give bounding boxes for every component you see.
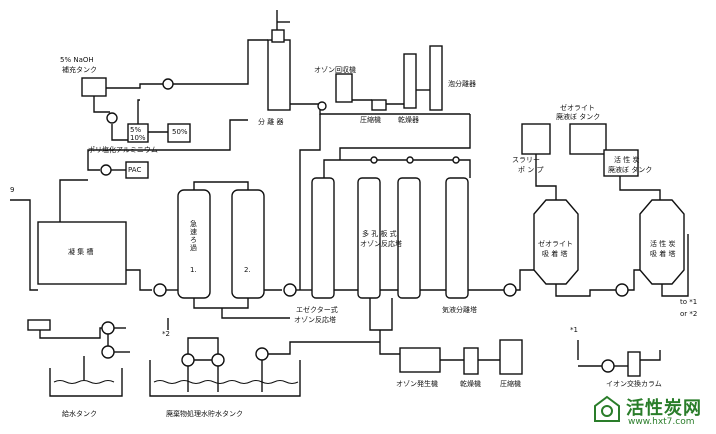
pump-12 (255, 347, 269, 361)
label-naoh: 5% NaOH (60, 56, 94, 64)
label-or2: or *2 (680, 310, 698, 318)
naoh-tank (81, 77, 107, 97)
gas-sep-tower (445, 177, 469, 299)
filter-2 (231, 189, 265, 299)
label-carbon-tank-2: 廃液ぼ タンク (608, 166, 653, 174)
label-filter-2: 2. (244, 266, 251, 274)
label-to1: to *1 (680, 298, 698, 306)
label-filter: 急速ろ過 (190, 220, 197, 252)
label-nine: 9 (10, 186, 15, 194)
porous-tower-1 (357, 177, 381, 299)
pump-3 (100, 164, 112, 176)
label-carbon-tower: 活 性 炭 (650, 240, 676, 248)
label-zeolite-tower-2: 吸 着 塔 (542, 250, 568, 258)
label-waste-tank: 廃棄物処理水貯水タンク (166, 410, 243, 418)
label-dryer2: 乾燥機 (460, 380, 481, 388)
pump-1 (162, 78, 174, 90)
label-carbon-tank: 活 性 炭 (614, 156, 640, 164)
watermark: 活性炭网 www.hxt7.com (588, 392, 714, 432)
compressor-1 (371, 99, 387, 111)
label-ejector: エゼクター式 (296, 306, 338, 314)
feed-water-tank (49, 368, 123, 397)
waste-water-tank (149, 360, 301, 397)
label-filter-1: 1. (190, 266, 197, 274)
label-alum: ポリ塩化アルミニウム (88, 146, 158, 154)
alum-tank-50 (167, 123, 191, 143)
small-unit (27, 319, 51, 331)
pump-11 (211, 353, 225, 367)
pump-5 (283, 283, 297, 297)
dryer-1 (403, 53, 417, 109)
label-mark1: *1 (570, 326, 578, 334)
label-pct50: 50% (172, 128, 188, 136)
valve-1 (317, 101, 327, 111)
watermark-name: 活性炭网 (626, 398, 702, 419)
pump-6 (503, 283, 517, 297)
label-naoh-tank: 補充タンク (62, 66, 97, 74)
label-porous: 多 孔 板 式 (362, 230, 397, 238)
carbon-adsorber (639, 199, 685, 285)
label-separator: 分 離 器 (258, 118, 284, 126)
ozone-generator (399, 347, 441, 373)
label-zeolite-tank-2: 廃液ぼ タンク (556, 113, 601, 121)
label-carbon-tower-2: 吸 着 塔 (650, 250, 676, 258)
porous-tower-2 (397, 177, 421, 299)
watermark-url: www.hxt7.com (628, 417, 695, 427)
watermark-logo-icon (594, 395, 620, 422)
label-pct10: 10% (130, 134, 146, 142)
label-gas-sep: 気液分離塔 (442, 306, 477, 314)
ion-column (627, 351, 641, 377)
label-compressor: 圧縮機 (360, 116, 381, 124)
carbon-waste-tank (603, 149, 639, 177)
pump-9 (101, 345, 115, 359)
label-porous-2: オゾン反応塔 (360, 240, 402, 248)
zeolite-waste-tank (521, 123, 551, 155)
coag-tank (37, 221, 127, 285)
label-dryer: 乾燥器 (398, 116, 419, 124)
label-pac: PAC (128, 166, 142, 174)
label-zeolite-tank: ゼオライト (560, 104, 595, 112)
dryer-2 (463, 347, 479, 375)
label-mark2: *2 (162, 330, 170, 338)
ozone-recovery (335, 73, 353, 103)
separator-vessel (267, 39, 291, 111)
label-ion: イオン交換カラム (606, 380, 662, 388)
label-compressor2: 圧縮機 (500, 380, 521, 388)
compressor-2 (499, 339, 523, 375)
label-slurry-2: ポ ン プ (518, 166, 544, 174)
pump-2 (106, 112, 118, 124)
label-ozone-gen: オゾン発生機 (396, 380, 438, 388)
label-zeolite-tower: ゼオライト (538, 240, 573, 248)
ejector-tower (311, 177, 335, 299)
label-foam-sep: 泡分離器 (448, 80, 476, 88)
label-ejector-2: オゾン反応塔 (294, 316, 336, 324)
zeolite-adsorber (533, 199, 579, 285)
label-pct5: 5% (130, 126, 142, 134)
pump-8 (101, 321, 115, 335)
label-ozone-recovery: オゾン回収機 (314, 66, 356, 74)
zeolite-waste-tank-2 (569, 123, 607, 155)
pump-10 (181, 353, 195, 367)
pump-4 (153, 283, 167, 297)
pump-7 (615, 283, 629, 297)
pump-13 (601, 359, 615, 373)
label-slurry: スラリー (512, 156, 540, 164)
foam-separator (429, 45, 443, 111)
label-coag: 凝 集 槽 (68, 248, 94, 256)
label-water-tank: 給水タンク (62, 410, 97, 418)
